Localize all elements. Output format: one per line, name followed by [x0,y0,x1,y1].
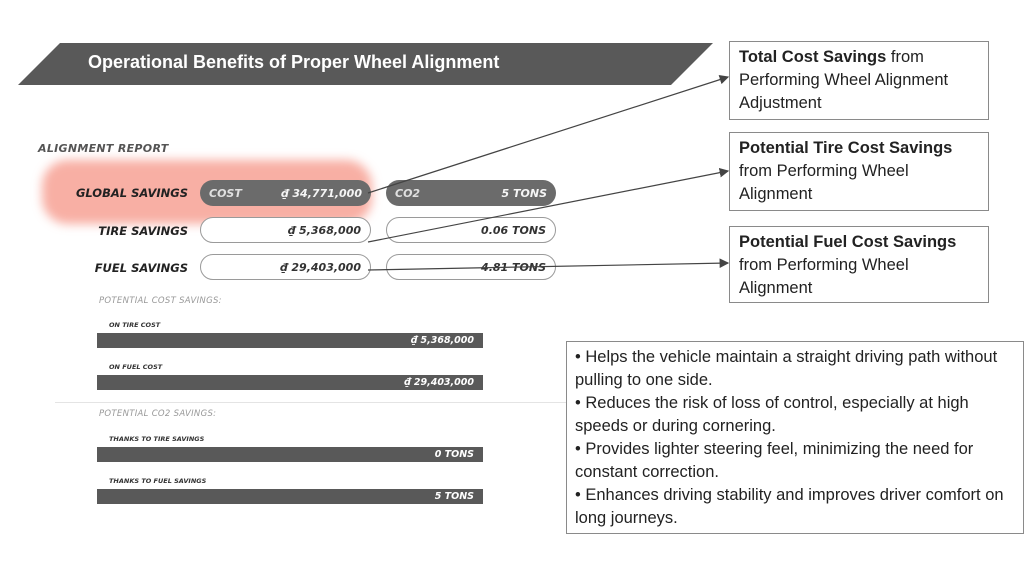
global-co2-value: 5 TONS [501,186,547,200]
fuel-cost-value: ₫ 29,403,000 [279,260,361,274]
benefit-item: • Enhances driving stability and improve… [575,486,1004,527]
tire-cost-sub-label: ON TIRE COST [109,321,161,329]
callout-total-cost-bold: Total Cost Savings [739,48,887,66]
benefit-item: • Provides lighter steering feel, minimi… [575,440,974,481]
callout-fuel-cost-bold: Potential Fuel Cost Savings [739,233,957,251]
tire-cost-value: ₫ 5,368,000 [287,223,361,237]
fuel-cost-pill: ₫ 29,403,000 [200,254,371,280]
tire-co2-sub-label: THANKS TO TIRE SAVINGS [109,435,205,443]
global-cost-label: COST [209,186,242,200]
fuel-co2-bar: 5 TONS [97,489,483,504]
section-divider [55,402,567,403]
arrow-total-cost [367,75,730,194]
fuel-cost-bar: ₫ 29,403,000 [97,375,483,390]
benefit-item: • Helps the vehicle maintain a straight … [575,348,998,389]
fuel-co2-pill: 4.81 TONS [386,254,556,280]
fuel-co2-value: 4.81 TONS [481,260,546,274]
row-label-fuel-savings: FUEL SAVINGS [94,261,188,275]
row-label-tire-savings: TIRE SAVINGS [98,224,188,238]
tire-co2-bar: 0 TONS [97,447,483,462]
callout-tire-cost-bold: Potential Tire Cost Savings [739,139,953,157]
tire-cost-bar: ₫ 5,368,000 [97,333,483,348]
row-label-global-savings: GLOBAL SAVINGS [75,186,188,200]
page-title: Operational Benefits of Proper Wheel Ali… [88,52,500,72]
global-cost-pill: COST ₫ 34,771,000 [200,180,371,206]
callout-total-cost-text: from Performing Wheel Alignment Adjustme… [739,48,949,112]
callout-tire-cost: Potential Tire Cost Savings from Perform… [729,132,989,211]
global-co2-label: CO2 [395,186,421,200]
tire-cost-pill: ₫ 5,368,000 [200,217,371,243]
callout-fuel-cost-text: from Performing Wheel Alignment [739,256,909,297]
callout-fuel-cost: Potential Fuel Cost Savings from Perform… [729,226,989,303]
fuel-co2-sub-label: THANKS TO FUEL SAVINGS [109,477,207,485]
callout-tire-cost-text: from Performing Wheel Alignment [739,162,909,203]
global-cost-value: ₫ 34,771,000 [280,186,362,200]
tire-co2-pill: 0.06 TONS [386,217,556,243]
callout-total-cost: Total Cost Savings from Performing Wheel… [729,41,989,120]
tire-co2-value: 0.06 TONS [481,223,546,237]
global-co2-pill: CO2 5 TONS [386,180,556,206]
benefit-item: • Reduces the risk of loss of control, e… [575,394,969,435]
cost-section-label: POTENTIAL COST SAVINGS: [99,296,222,306]
report-title: ALIGNMENT REPORT [38,142,169,155]
co2-section-label: POTENTIAL CO2 SAVINGS: [99,409,217,419]
fuel-cost-sub-label: ON FUEL COST [109,363,163,371]
benefits-box: • Helps the vehicle maintain a straight … [566,341,1024,534]
